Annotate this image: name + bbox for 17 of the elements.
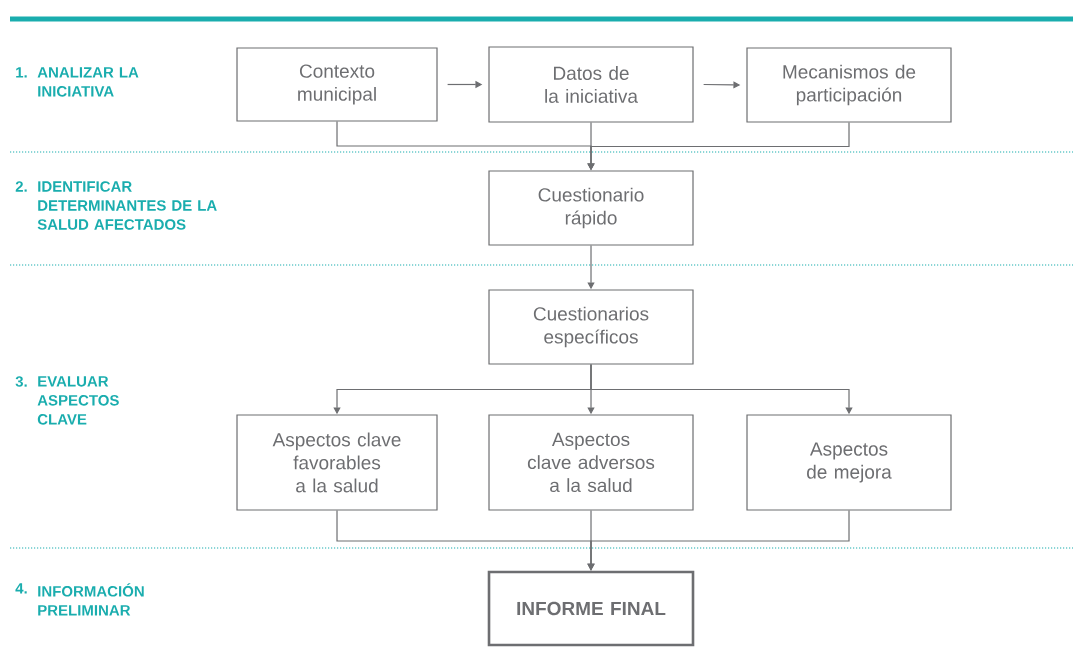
step-heading: IDENTIFICAR DETERMINANTES DE LA SALUD AFECTADOS bbox=[37, 181, 217, 230]
step-heading: EVALUAR ASPECTOS CLAVE bbox=[37, 376, 119, 425]
process-box: Cuestionario rápido bbox=[488, 170, 694, 246]
step-heading: 1. bbox=[16, 67, 27, 78]
final-report-box: INFORME FINAL bbox=[487, 570, 695, 647]
process-box: Contexto municipal bbox=[236, 47, 438, 122]
process-box: Aspectos clave favorables a la salud bbox=[236, 414, 438, 511]
process-box: Aspectos de mejora bbox=[746, 414, 952, 511]
step-heading: INFORMACIÓN PRELIMINAR bbox=[38, 583, 144, 616]
process-box: Datos de la iniciativa bbox=[488, 46, 694, 123]
process-box: Cuestionarios específicos bbox=[488, 289, 694, 365]
process-box: Aspectos clave adversos a la salud bbox=[488, 414, 694, 511]
process-box: Mecanismos de participación bbox=[746, 47, 952, 123]
step-heading: 2. bbox=[15, 181, 27, 192]
step-heading: 3. bbox=[15, 376, 27, 387]
step-heading: 4. bbox=[15, 583, 27, 594]
step-heading: ANALIZAR LA INICIATIVA bbox=[37, 67, 139, 97]
